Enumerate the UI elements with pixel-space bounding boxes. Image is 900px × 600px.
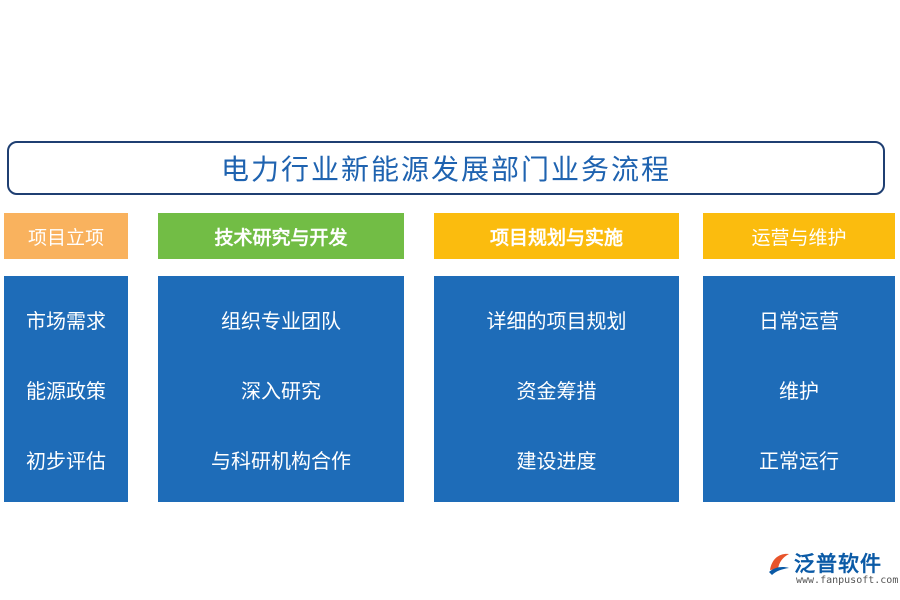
column-header-label: 项目立项 <box>27 226 104 249</box>
list-item: 深入研究 <box>241 378 321 403</box>
list-item: 维护 <box>779 378 819 403</box>
list-item: 组织专业团队 <box>221 308 341 333</box>
column-body-tech-research: 组织专业团队 深入研究 与科研机构合作 <box>158 276 404 502</box>
list-item: 正常运行 <box>759 448 839 473</box>
column-header-project-initiation: 项目立项 <box>4 213 128 259</box>
column-header-label: 运营与维护 <box>751 226 847 249</box>
list-item: 能源政策 <box>26 378 106 403</box>
list-item: 资金筹措 <box>516 378 597 403</box>
column-header-label: 项目规划与实施 <box>489 226 623 249</box>
list-item: 初步评估 <box>26 448 106 473</box>
column-header-operation-maintenance: 运营与维护 <box>703 213 895 259</box>
column-header-label: 技术研究与开发 <box>214 226 348 249</box>
list-item: 建设进度 <box>516 448 597 473</box>
title-box: 电力行业新能源发展部门业务流程 <box>7 141 885 195</box>
column-body-project-planning: 详细的项目规划 资金筹措 建设进度 <box>434 276 679 502</box>
list-item: 市场需求 <box>26 308 106 333</box>
logo-url: www.fanpusoft.com <box>796 575 899 586</box>
diagram-title: 电力行业新能源发展部门业务流程 <box>220 153 671 186</box>
fanpu-logo-icon <box>769 553 789 575</box>
column-header-project-planning: 项目规划与实施 <box>434 213 679 259</box>
list-item: 日常运营 <box>759 308 839 333</box>
list-item: 详细的项目规划 <box>486 308 627 333</box>
column-body-project-initiation: 市场需求 能源政策 初步评估 <box>4 276 128 502</box>
brand-logo: 泛普软件 www.fanpusoft.com <box>766 548 898 590</box>
list-item: 与科研机构合作 <box>211 448 351 473</box>
column-header-tech-research: 技术研究与开发 <box>158 213 404 259</box>
column-body-operation-maintenance: 日常运营 维护 正常运行 <box>703 276 895 502</box>
logo-name: 泛普软件 <box>794 552 882 576</box>
